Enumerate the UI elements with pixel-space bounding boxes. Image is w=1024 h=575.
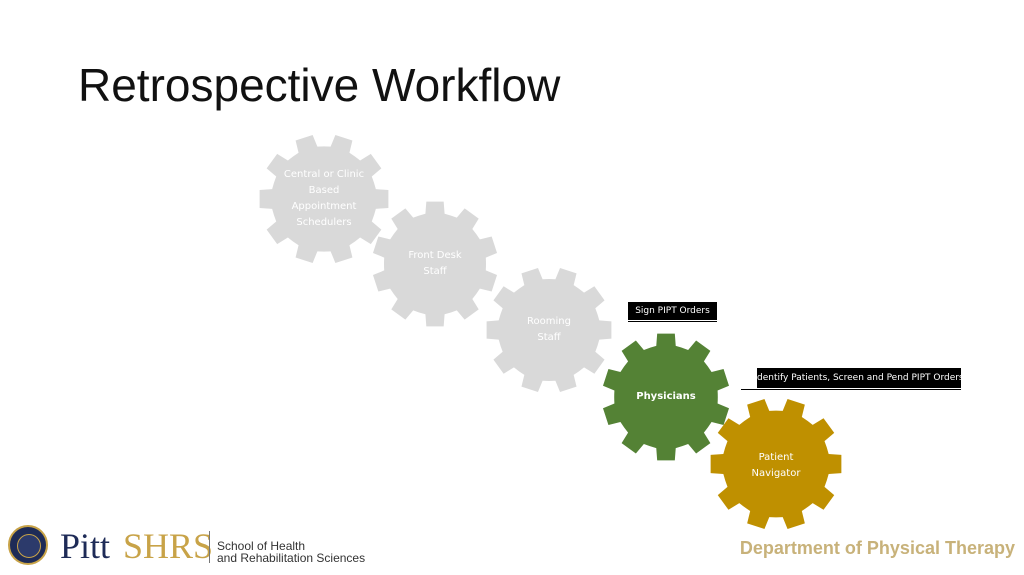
gear-label-line: Staff [537, 332, 561, 343]
gear-schedulers-shape [259, 135, 389, 263]
gear-label-line: Navigator [751, 468, 801, 479]
gear-label-line: Appointment [291, 201, 357, 212]
gear-label-line: Staff [423, 266, 447, 277]
gear-label-line: Patient [758, 452, 794, 463]
gear-rooming-shape [486, 267, 612, 393]
gear-label-line: Rooming [527, 316, 571, 327]
callout-underline [741, 389, 961, 390]
slide-title: Retrospective Workflow [78, 59, 561, 111]
gear-label-line: Based [308, 185, 340, 196]
gear-body [486, 267, 612, 393]
school-name-line-1: School of Health [217, 539, 306, 553]
gear-body [372, 201, 498, 327]
gear-body [602, 333, 730, 461]
pitt-shrs-logo: Pitt SHRS School of Health and Rehabilit… [8, 525, 368, 570]
gear-front-desk: Front Desk Staff [371, 200, 499, 328]
gear-physicians: Physicians [601, 332, 731, 462]
gear-front-desk-shape [372, 201, 498, 327]
gear-label-line: Physicians [636, 391, 696, 402]
wordmark-shrs: SHRS [123, 526, 214, 566]
gear-schedulers: Central or Clinic Based Appointment Sche… [258, 133, 390, 265]
gear-label-line: Front Desk [408, 250, 462, 261]
university-seal-icon [8, 525, 48, 565]
callout-underline [628, 321, 717, 322]
gear-patient-navigator-shape [710, 399, 842, 529]
gear-rooming: Rooming Staff [485, 266, 613, 394]
gear-body [710, 399, 842, 529]
gear-label-line: Central or Clinic [283, 169, 365, 180]
gear-label-line: Schedulers [296, 217, 352, 228]
department-name: Department of Physical Therapy [739, 538, 1015, 558]
gear-patient-navigator: Patient Navigator [709, 397, 843, 531]
callout-sign-pipt-orders: Sign PIPT Orders [628, 302, 717, 320]
callout-identify-patients: Identify Patients, Screen and Pend PIPT … [754, 368, 964, 388]
school-name-line-2: and Rehabilitation Sciences [217, 551, 366, 565]
wordmark-pitt: Pitt [60, 526, 111, 566]
gear-physicians-shape [602, 333, 730, 461]
gear-body [259, 135, 389, 263]
logo-divider [209, 531, 210, 563]
